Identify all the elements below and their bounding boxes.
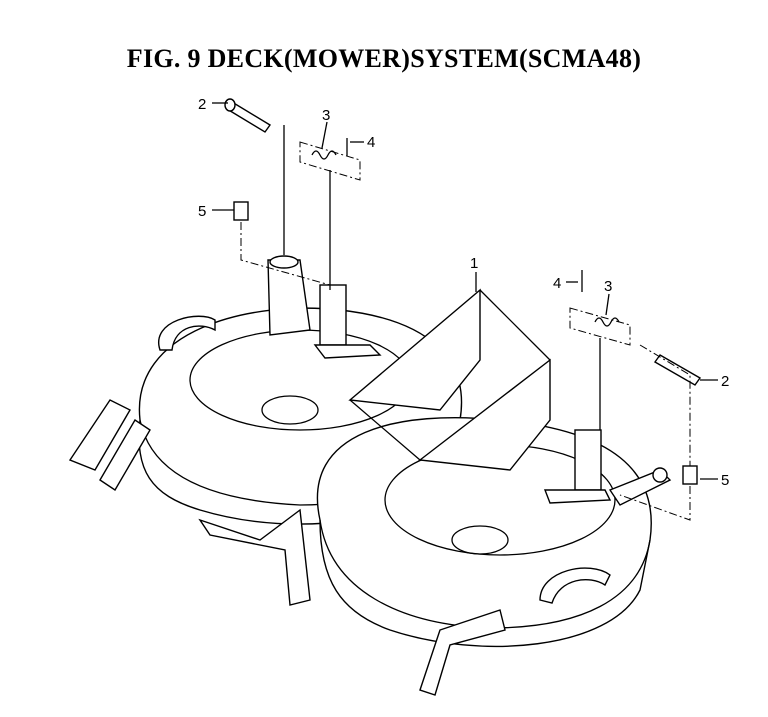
callout-5-left: 5 bbox=[198, 203, 206, 220]
spring-part-3-right bbox=[569, 307, 631, 430]
callout-5-right: 5 bbox=[721, 472, 729, 489]
callout-3-right: 3 bbox=[604, 278, 612, 295]
callout-4-left: 4 bbox=[367, 134, 375, 151]
figure-title: FIG. 9 DECK(MOWER)SYSTEM(SCMA48) bbox=[126, 44, 642, 73]
deck-baffle-part-1 bbox=[348, 288, 551, 471]
callout-4-right: 4 bbox=[553, 275, 561, 292]
callout-3-left: 3 bbox=[322, 107, 330, 124]
nut-part-5-left bbox=[233, 201, 331, 286]
spring-part-3-left bbox=[299, 138, 361, 290]
callout-1: 1 bbox=[470, 255, 478, 272]
callout-2-left: 2 bbox=[198, 96, 206, 113]
pin-part-2-right bbox=[639, 344, 702, 470]
right-deck-housing bbox=[316, 416, 652, 647]
right-pivot-bracket bbox=[543, 429, 672, 506]
nut-part-5-right bbox=[619, 465, 698, 521]
callout-2-right: 2 bbox=[721, 373, 729, 390]
front-hitch-brackets bbox=[68, 399, 506, 696]
pin-part-2-left bbox=[224, 98, 285, 255]
left-pivot-bracket bbox=[267, 255, 382, 359]
leader-lines bbox=[212, 102, 718, 480]
